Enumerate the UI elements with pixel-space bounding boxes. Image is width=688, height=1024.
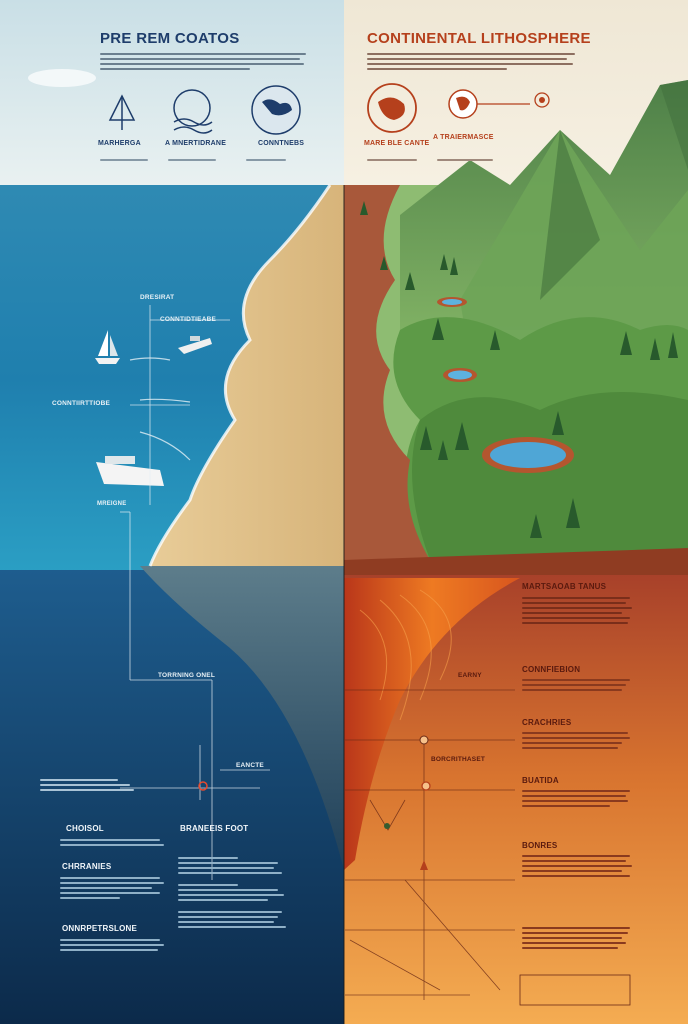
trees [360,201,678,538]
exposed-soil [344,185,430,575]
ocean-label-6: EANCTE [236,762,264,769]
sailboat-icon [95,330,120,364]
ocean-label-2: CONNTIDTIEABE [160,316,217,323]
right-label-5: EARNY [458,672,482,679]
mountain-shadow [540,130,600,300]
large-boat-icon [96,456,164,486]
right-text-2 [522,729,634,752]
lava-layer [344,578,520,870]
ocean-label-4: MREIGNE [97,501,127,507]
ocean-label-3: CONNTIIRTTIOBE [52,400,111,407]
ocean-note [40,776,140,794]
marker-dot [198,781,208,791]
continent-icon [367,83,417,133]
waves-icon [173,89,213,134]
right-heading-3: BUATIDA [522,776,559,785]
bottom-heading-4: ONNRPETRSLONE [62,924,138,933]
right-title: CONTINENTAL LITHOSPHERE [367,30,591,47]
tree-icon [108,94,136,130]
oceanic-crust-wedge [140,566,344,870]
marker-dot-2 [419,735,429,745]
right-header-text [367,50,577,73]
right-heading-1: CONNFIEBION [522,665,581,674]
bottom-heading-3: CHRRANIES [62,862,112,871]
right-label-6: BORCRITHASET [431,756,486,763]
marker-dot-3 [421,781,431,791]
icon-caption-left [100,151,300,169]
left-title: PRE REM COATOS [100,30,240,47]
pond [448,370,472,380]
right-text-3 [522,787,634,810]
icon-label-2: A MNERTIDRANE [165,140,227,147]
beach [150,185,344,566]
right-text-0 [522,594,634,627]
right-heading-0: MARTSAOAB TANUS [522,582,607,591]
icon-caption-right [367,151,507,169]
bottom-text-3 [60,874,170,902]
bottom-text-2 [178,854,288,931]
mountain-shadow-2 [660,80,688,170]
legend-box [519,974,631,1006]
small-globe-icon [534,92,550,108]
right-text-5 [522,924,634,952]
icon-label-4: MARE BLE CANTE [364,140,430,147]
bottom-text-1 [60,836,170,849]
globe-icon [251,85,301,135]
green-hills-front [412,392,688,560]
marker-arrow [420,860,428,870]
lava-streaks [359,589,452,721]
motorboat-icon [178,336,212,354]
bottom-heading-1: CHOISOL [66,824,104,833]
cloud [28,69,96,87]
ocean-label-5: TORRNING ONEL [158,672,216,679]
right-text-1 [522,676,634,694]
right-heading-2: CRACHRIES [522,718,572,727]
right-text-4 [522,852,634,880]
right-heading-4: BONRES [522,841,558,850]
right-leader-lines [345,689,515,1000]
surf-line [148,184,332,567]
icon-label-3: CONNTNEBS [258,140,305,147]
africa-icon [448,89,530,119]
ocean-label-1: DRESIRAT [140,294,175,301]
pond2 [442,299,462,305]
icon-label-1: MARHERGA [98,140,141,147]
marker-dot-4 [384,823,390,829]
bottom-heading-2: BRANEEIS FOOT [180,824,249,833]
lake [490,442,566,468]
left-header-text [100,50,310,73]
left-leader-lines [120,305,270,880]
soil-rim [344,548,688,578]
icon-label-5: A TRAIERMASCE [433,134,494,141]
bottom-text-4 [60,936,170,954]
